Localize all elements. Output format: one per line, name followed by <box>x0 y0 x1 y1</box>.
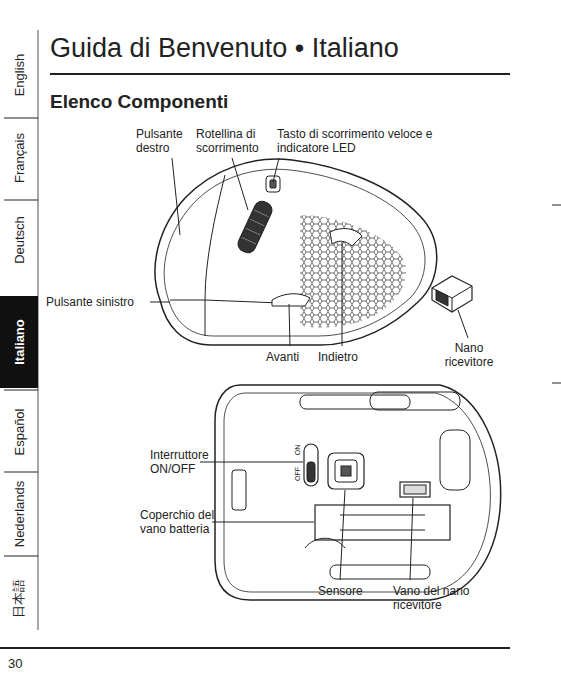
part-label: Coperchio del vano batteria <box>140 508 238 536</box>
language-tab: Deutsch <box>12 216 27 264</box>
language-tab: Español <box>12 409 27 456</box>
part-label: Rotellina di scorrimento <box>196 127 274 155</box>
tab-text: Italiano <box>12 319 27 365</box>
part-label: Interruttore ON/OFF <box>150 448 232 476</box>
part-label: Pulsante destro <box>136 127 198 155</box>
part-label: Indietro <box>318 350 358 364</box>
part-label: Pulsante sinistro <box>46 295 134 309</box>
language-tab: Nederlands <box>12 481 27 548</box>
language-tab: Français <box>12 133 27 183</box>
switch-marking: OFF <box>294 467 301 481</box>
part-label: Tasto di scorrimento veloce e indicatore… <box>277 127 449 155</box>
page-number: 30 <box>8 655 22 672</box>
part-label: Nano ricevitore <box>436 341 502 369</box>
section-heading: Elenco Componenti <box>50 90 228 113</box>
page-title: Guida di Benvenuto • Italiano <box>50 32 399 64</box>
language-tab: English <box>12 54 27 97</box>
part-label: Avanti <box>266 350 299 364</box>
part-label: Vano del nano ricevitore <box>393 584 497 612</box>
language-tab: 日本語 <box>10 579 28 618</box>
switch-marking: ON <box>294 445 301 456</box>
part-label: Sensore <box>318 584 363 598</box>
active-language-tab: Italiano <box>0 296 38 388</box>
